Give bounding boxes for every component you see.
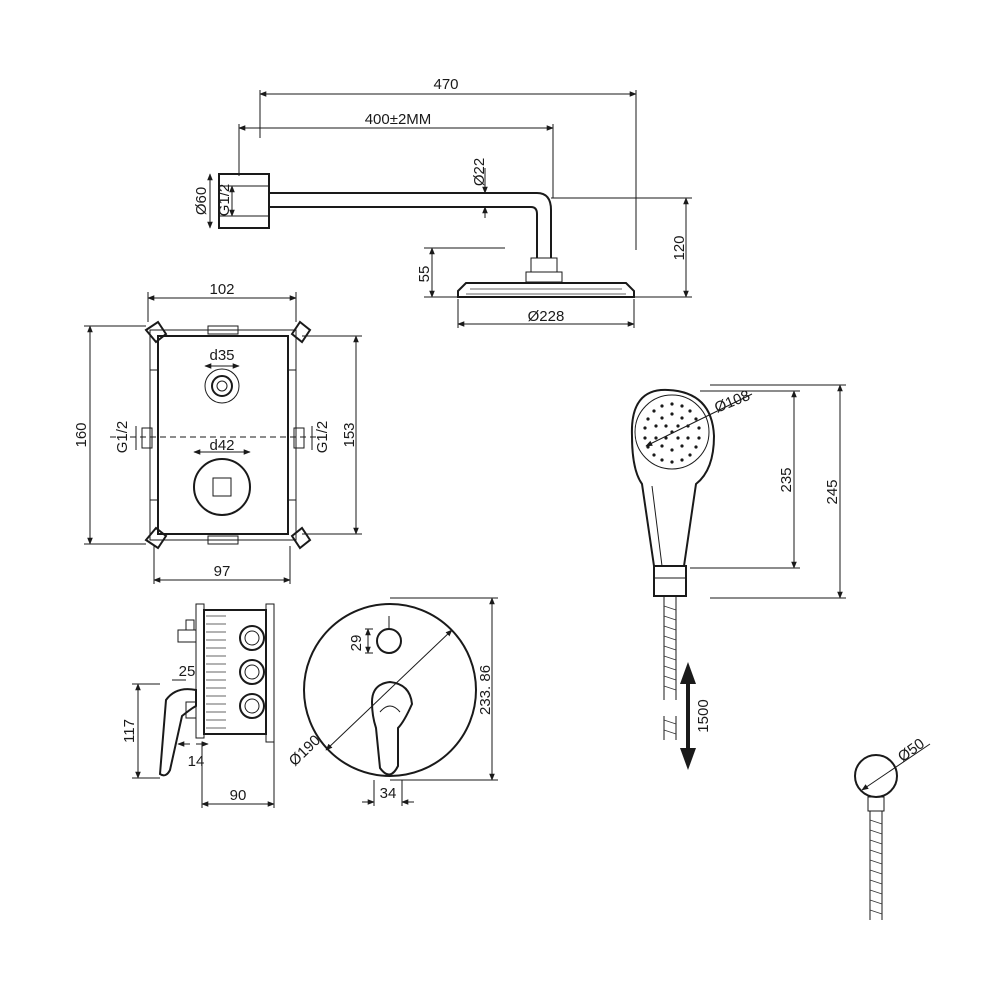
mount-ear-bottom-right	[290, 526, 312, 550]
hand-shower-body	[630, 388, 716, 567]
concealed-box-view: d35 d42 102 160 153 97 G1/2 G1/2	[73, 281, 362, 584]
mixer-plate-view: 29 233. 86 Ø190 34	[286, 597, 498, 806]
dim-hand-long: 245	[824, 479, 841, 504]
mount-ear-top-right	[290, 320, 312, 344]
spray-nozzles	[643, 402, 701, 464]
dim-box-thread-left: G1/2	[114, 421, 131, 454]
mixer-port-top	[239, 625, 265, 651]
mixer-side-lever	[158, 688, 197, 777]
mixer-plate	[303, 603, 477, 777]
dim-head-dia: Ø228	[528, 308, 565, 325]
dim-wall-thread: G1/2	[216, 184, 233, 217]
dim-arm-drop: 120	[671, 235, 688, 260]
dim-arm-total: 470	[433, 76, 458, 93]
dim-box-inner-width: 97	[214, 563, 231, 580]
head-connector	[530, 257, 558, 273]
arm-tube-top	[269, 192, 552, 258]
dim-box-outer-height: 160	[73, 422, 90, 447]
mixer-plate-button	[376, 628, 402, 654]
mount-ear-top-left	[144, 320, 168, 344]
wall-flange	[218, 173, 270, 229]
mixer-port-bottom	[239, 693, 265, 719]
shower-arm-view: 470 400±2MM Ø60 G1/2 Ø22 120 55 Ø228	[193, 76, 692, 328]
dim-plate-button: 29	[348, 635, 365, 652]
dim-head-height: 55	[416, 266, 433, 283]
hand-shower-hose	[663, 596, 677, 700]
box-bottom-hole	[193, 458, 251, 516]
box-outer	[149, 329, 297, 541]
dim-box-inner-height: 153	[341, 422, 358, 447]
dim-arm-tube: Ø22	[471, 158, 488, 186]
hand-shower-connector	[653, 565, 687, 597]
dim-arm-length: 400±2MM	[365, 111, 432, 128]
dim-box-thread-right: G1/2	[314, 421, 331, 454]
dim-plate-height: 233. 86	[477, 665, 494, 715]
dim-side-offset: 25	[179, 663, 196, 680]
dim-side-gap: 14	[188, 753, 205, 770]
mixer-port-middle	[239, 659, 265, 685]
hand-shower-spray-face	[634, 394, 710, 470]
dim-box-top-hole: d35	[209, 347, 234, 364]
dim-box-bottom-hole: d42	[209, 437, 234, 454]
dim-hose-length: 1500	[695, 699, 712, 732]
dim-side-depth: 90	[230, 787, 247, 804]
box-inner	[157, 335, 289, 535]
wall-outlet-hose	[869, 811, 883, 920]
mixer-side-view: 25 117 14 90	[121, 603, 275, 808]
mount-ear-bottom-left	[144, 526, 168, 550]
dim-outlet: Ø50	[895, 735, 928, 765]
dim-wall-flange: Ø60	[193, 187, 210, 215]
wall-outlet	[854, 754, 898, 798]
dim-box-outer-width: 102	[209, 281, 234, 298]
dim-side-height: 117	[121, 719, 138, 743]
arm-tube-bottom	[269, 206, 538, 258]
shower-head	[457, 282, 635, 298]
hand-shower-view: Ø108 235 245 1500	[630, 384, 846, 770]
box-top-hole	[204, 368, 240, 404]
dim-hand-short: 235	[778, 467, 795, 492]
dim-lever-width: 34	[380, 785, 397, 802]
wall-outlet-view: Ø50	[854, 735, 931, 920]
mixer-plate-lever	[370, 680, 414, 776]
